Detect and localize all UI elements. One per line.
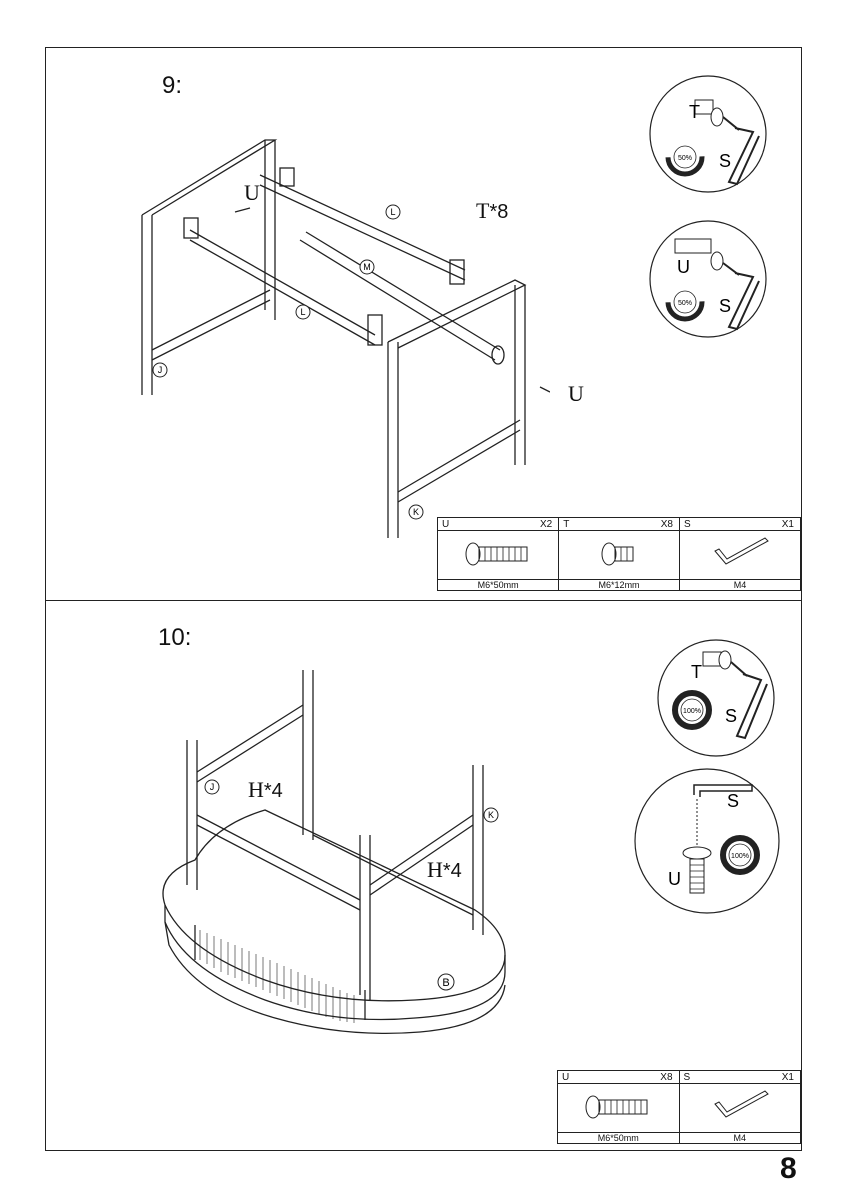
detail-S-letter: S xyxy=(727,791,739,811)
allen-key-icon xyxy=(714,536,769,565)
label-L1: L xyxy=(390,207,395,217)
callout-H-letter: H xyxy=(427,857,443,882)
detail-S-letter: S xyxy=(725,706,737,726)
detail-circle-bolt-U: S 100% U xyxy=(634,768,780,914)
label-K-circle xyxy=(483,807,499,823)
label-J-circle xyxy=(204,779,220,795)
bolt-icon xyxy=(682,846,712,860)
detail-T-letter: T xyxy=(689,102,700,122)
step-10-base-illustration: J K B xyxy=(162,670,506,1035)
callout-H-count: *4 xyxy=(442,860,462,882)
part-size: M6*12mm xyxy=(558,579,680,591)
hex-wrench-icon xyxy=(693,784,753,797)
label-J: J xyxy=(210,782,215,792)
label-L2-circle xyxy=(295,304,311,320)
detail-circle-bolt-T: T 50% S xyxy=(649,75,767,193)
part-size: M6*50mm xyxy=(436,579,560,591)
callout-T-qty: T*8 xyxy=(476,198,508,224)
long-bolt-icon xyxy=(585,1095,648,1118)
bolt-icon xyxy=(674,238,712,254)
part-qty: X1 xyxy=(781,1071,794,1083)
label-M-circle xyxy=(359,259,375,275)
callout-H-right: H*4 xyxy=(427,857,462,883)
short-bolt-icon xyxy=(601,542,634,565)
detail-U-letter: U xyxy=(668,869,681,889)
part-size: M4 xyxy=(678,579,802,591)
detail-circle-bolt-U: U 50% S xyxy=(649,220,767,338)
detail-U-letter: U xyxy=(677,257,690,277)
hex-wrench-icon xyxy=(722,116,760,186)
part-id: S xyxy=(683,518,691,530)
label-J-circle xyxy=(152,362,168,378)
label-K: K xyxy=(488,810,494,820)
label-K-circle xyxy=(408,504,424,520)
callout-H-left: H*4 xyxy=(248,777,283,803)
step-10-number: 10: xyxy=(158,624,192,651)
label-B-circle xyxy=(437,973,455,991)
detail-S-letter: S xyxy=(719,296,731,316)
label-L2: L xyxy=(300,307,305,317)
detail-circle-bolt-T: T 100% S xyxy=(657,639,775,757)
label-J: J xyxy=(158,365,163,375)
part-qty: X2 xyxy=(539,518,553,530)
part-id: T xyxy=(563,518,570,530)
detail-T-letter: T xyxy=(691,662,702,682)
label-M: M xyxy=(363,262,371,272)
step-9-parts-table: U X2 T X8 S X1 M6*50mm M6*12mm M4 xyxy=(436,517,802,591)
part-qty: X1 xyxy=(781,518,794,530)
bolt-icon xyxy=(694,99,714,115)
step-10-parts-table: U X8 S X1 M6*50mm M4 xyxy=(557,1070,802,1144)
callout-H-letter: H xyxy=(248,777,264,802)
part-id: S xyxy=(683,1071,691,1083)
long-bolt-icon xyxy=(465,542,528,565)
detail-S-letter: S xyxy=(719,151,731,171)
detail-percent: 50% xyxy=(678,300,692,307)
allen-key-icon xyxy=(713,1089,769,1118)
label-L1-circle xyxy=(385,204,401,220)
callout-T-count: *8 xyxy=(489,201,509,223)
step-divider xyxy=(45,600,802,601)
detail-percent: 100% xyxy=(731,853,749,860)
detail-percent: 100% xyxy=(683,708,701,715)
part-id: U xyxy=(442,518,450,530)
label-K: K xyxy=(413,507,419,517)
step-9-frame-illustration: J L M L K xyxy=(141,139,550,538)
step-9-number: 9: xyxy=(162,72,183,99)
callout-H-count: *4 xyxy=(263,780,283,802)
part-qty: X8 xyxy=(660,518,673,530)
part-size: M6*50mm xyxy=(557,1132,680,1144)
part-id: U xyxy=(562,1071,570,1083)
bolt-U-right-label: U xyxy=(568,381,584,406)
part-size: M4 xyxy=(678,1132,802,1144)
callout-T-letter: T xyxy=(476,198,490,223)
page-number: 8 xyxy=(780,1152,797,1185)
part-qty: X8 xyxy=(660,1071,673,1083)
hex-wrench-icon xyxy=(730,661,768,740)
detail-percent: 50% xyxy=(678,155,692,162)
label-B: B xyxy=(442,977,449,989)
hex-wrench-icon xyxy=(722,262,760,331)
page-frame xyxy=(45,47,802,1151)
bolt-U-left-label: U xyxy=(244,180,260,205)
